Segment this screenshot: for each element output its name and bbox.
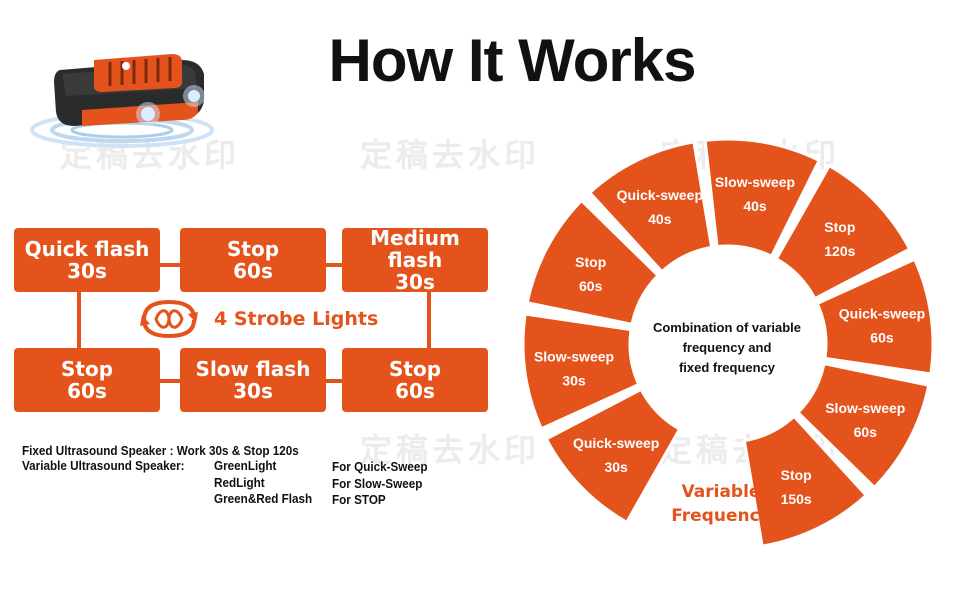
wheel-segment-label: Quick-sweep [617, 187, 703, 203]
watermark: 定稿去水印 [60, 136, 241, 174]
strobe-step: Stop 60s [342, 348, 488, 412]
strobe-step-label: Stop [60, 357, 114, 381]
loop-arrows-icon [140, 299, 198, 339]
strobe-step-time: 30s [67, 259, 107, 283]
strobe-step-time: 60s [67, 379, 107, 403]
strobe-step: Slow flash 30s [180, 348, 326, 412]
connector-line [160, 263, 180, 267]
wheel-segment-time: 30s [604, 459, 628, 475]
strobe-step-label: Slow flash [195, 357, 311, 381]
wheel-segment-time: 60s [579, 278, 603, 294]
wheel-segment [544, 387, 682, 524]
wheel-segment-label: Quick-sweep [839, 305, 925, 321]
wheel-segment-time: 40s [743, 198, 767, 214]
light-note: RedLight [214, 475, 265, 490]
strobe-step-time: 60s [233, 259, 273, 283]
strobe-step-label: Quick flash [24, 237, 150, 261]
wheel-center-line: frequency and [682, 340, 772, 355]
wheel-segment [796, 362, 931, 489]
wheel-segment-time: 120s [824, 243, 855, 259]
light-note: Green&Red Flash [214, 491, 313, 506]
connector-line [77, 292, 81, 348]
strobe-step-time: 30s [233, 379, 273, 403]
connector-line [326, 379, 342, 383]
wheel-segment [815, 257, 935, 376]
wheel-segment [774, 164, 912, 301]
variable-frequency-label: Variable Frequency [666, 480, 776, 528]
wheel-segment [703, 137, 821, 258]
watermark: 定稿去水印 [360, 136, 541, 174]
fixed-speaker-note: Fixed Ultrasound Speaker : Work 30s & St… [22, 443, 299, 458]
wheel-segment-time: 40s [648, 211, 672, 227]
strobe-step-label: Stop [226, 237, 280, 261]
wheel-segment-label: Slow-sweep [715, 174, 795, 190]
strobe-step-time: 60s [395, 379, 435, 403]
strobe-step-label: Stop [388, 357, 442, 381]
wheel-segment-label: Stop [781, 467, 812, 483]
light-note: GreenLight [214, 458, 277, 473]
mode-note: For Quick-Sweep [332, 459, 428, 474]
strobe-step-time: 30s [395, 270, 435, 294]
wheel-segment [742, 414, 868, 548]
mode-note: For Slow-Sweep [332, 476, 423, 491]
wheel-segment [588, 140, 714, 274]
strobe-step: Medium flash 30s [342, 226, 488, 294]
wheel-segment-time: 60s [870, 329, 894, 345]
wheel-segment-time: 150s [781, 491, 812, 507]
page-title: How It Works [328, 27, 697, 94]
strobe-lights-label: 4 Strobe Lights [214, 308, 379, 330]
strobe-step: Quick flash 30s [14, 228, 160, 292]
strobe-step: Stop 60s [180, 228, 326, 292]
variable-frequency-line: Frequency [671, 506, 771, 526]
wheel-segment [525, 199, 660, 326]
connector-line [160, 379, 180, 383]
device-icon [30, 54, 214, 148]
wheel-segment-time: 30s [562, 373, 586, 389]
mode-note: For STOP [332, 492, 386, 507]
wheel-segment-label: Slow-sweep [534, 349, 614, 365]
connector-line [326, 263, 342, 267]
wheel-segment-label: Stop [575, 254, 606, 270]
wheel-segment-label: Slow-sweep [825, 400, 905, 416]
variable-frequency-line: Variable [681, 482, 761, 502]
wheel-segment-label: Quick-sweep [573, 435, 659, 451]
wheel-center-line: Combination of variable [652, 320, 802, 335]
strobe-step: Stop 60s [14, 348, 160, 412]
wheel-segment-label: Stop [824, 219, 855, 235]
connector-line [427, 292, 431, 348]
wheel-center-text: Combination of variable frequency and fi… [636, 318, 818, 378]
wheel-segment [521, 312, 641, 431]
variable-speaker-note: Variable Ultrasound Speaker: [22, 458, 185, 473]
wheel-center-line: fixed frequency [678, 360, 776, 375]
watermark: 定稿去水印 [360, 431, 541, 469]
wheel-segment-time: 60s [854, 424, 878, 440]
strobe-step-label: Medium flash [370, 226, 460, 272]
